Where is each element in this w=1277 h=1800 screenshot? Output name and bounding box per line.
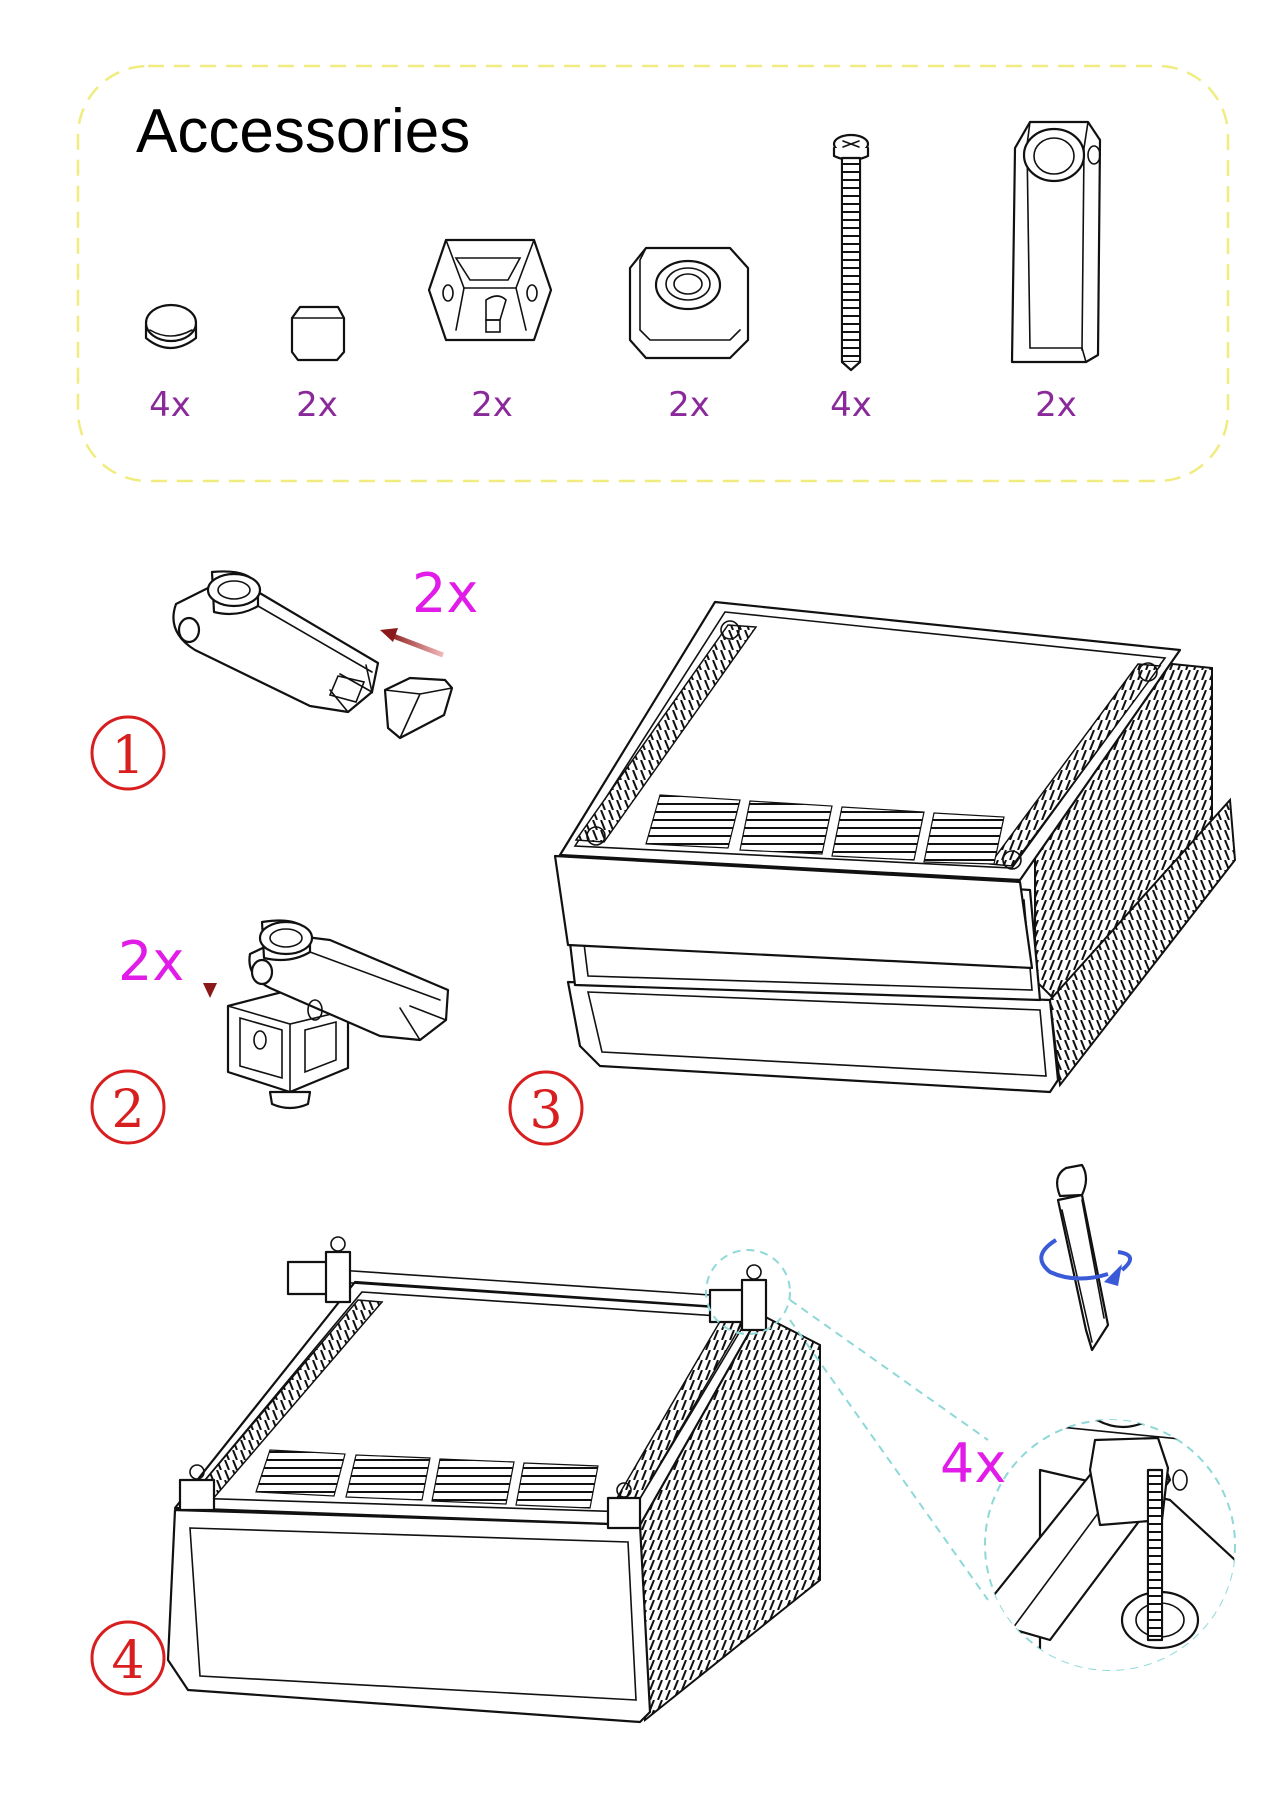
step-4-zoom-detail: [984, 1419, 1236, 1671]
step-1-qty: 2x: [412, 562, 478, 625]
step-3-vents: [645, 794, 1005, 865]
accessories-title: Accessories: [136, 97, 470, 166]
accessories-frame: [76, 64, 1230, 483]
step-2-number: 2: [111, 1080, 144, 1140]
accessory-qty-5: 4x: [830, 385, 872, 425]
step-2-qty: 2x: [118, 930, 184, 993]
step-2-badge: [90, 1069, 166, 1145]
step-4-badge: [90, 1620, 166, 1696]
step-4-vents: [255, 1449, 599, 1509]
accessory-qty-1: 4x: [149, 385, 191, 425]
step-4-qty: 4x: [940, 1432, 1006, 1495]
insert-block-icon: [290, 305, 346, 362]
rubber-foot-icon: [144, 303, 198, 350]
step-4-callout-source: [705, 1249, 791, 1335]
step-1-badge: [90, 715, 166, 791]
step-3-enclosure: [553, 600, 1237, 1094]
step-2-arrow-head: [203, 983, 217, 998]
step-1-arrow-head: [380, 628, 398, 642]
step-4-callout-lines: [789, 1299, 989, 1601]
step-4-corner-fittings: [178, 1236, 768, 1530]
bracket-cube-icon: [427, 238, 553, 342]
step-4: 4x 4: [90, 1163, 1236, 1724]
step-3-badge: [508, 1070, 584, 1146]
screwdriver-icon: [1055, 1163, 1110, 1352]
screw-icon: [832, 133, 870, 372]
step-4-enclosure: [166, 1236, 821, 1724]
step-2: 2x 2: [90, 919, 450, 1145]
step-1-insert-block: [383, 676, 454, 740]
accessories-panel: Accessories 4x 2x 2x: [76, 64, 1230, 483]
step-1-insert-arrow: [387, 631, 444, 658]
rotate-arrow-icon: [1039, 1238, 1132, 1286]
step-1: 2x 1: [90, 562, 478, 791]
step-1-number: 1: [111, 726, 144, 786]
screw-boss-cube-icon: [628, 246, 750, 360]
accessory-qty-3: 2x: [471, 385, 513, 425]
accessory-qty-4: 2x: [668, 385, 710, 425]
accessory-qty-2: 2x: [296, 385, 338, 425]
step-1-handle-arm: [172, 570, 380, 714]
step-3-number: 3: [529, 1081, 562, 1141]
step-3: 3: [508, 600, 1237, 1146]
handle-arm-icon: [1010, 120, 1102, 364]
step-4-number: 4: [111, 1631, 144, 1691]
step-2-handle-arm: [248, 919, 450, 1042]
accessory-qty-6: 2x: [1035, 385, 1077, 425]
